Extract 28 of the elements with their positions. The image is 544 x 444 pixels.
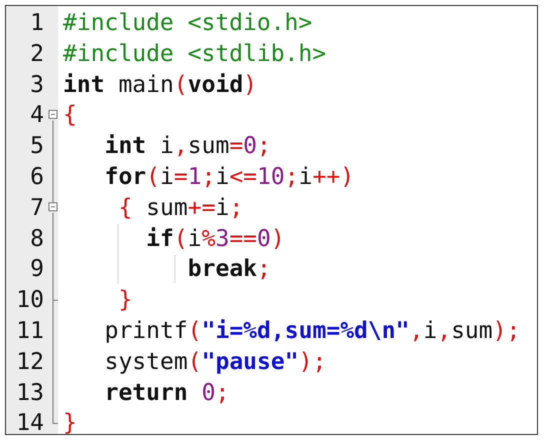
code-line: return 0; xyxy=(104,378,230,408)
line-number: 10 xyxy=(15,286,44,316)
code-line: break; xyxy=(186,255,271,284)
line-number: 8 xyxy=(29,224,44,254)
line-number: 4 xyxy=(29,101,44,130)
code-line: int main(void) xyxy=(63,70,258,100)
code-line: } xyxy=(63,409,77,438)
code-line: #include <stdio.h> xyxy=(63,9,312,38)
code-line: int i,sum=0; xyxy=(104,132,271,162)
code-line: #include <stdlib.h> xyxy=(63,40,326,69)
line-number: 2 xyxy=(29,40,44,69)
line-number: 11 xyxy=(15,317,44,346)
code-line: { sum+=i; xyxy=(117,194,244,223)
line-number: 14 xyxy=(15,409,44,438)
line-number: 1 xyxy=(29,9,44,38)
code-line: for(i=1;i<=10;i++) xyxy=(104,163,354,192)
code-line: } xyxy=(117,286,132,316)
code-line: { xyxy=(63,101,77,130)
line-number: 7 xyxy=(29,194,44,223)
code-line: system("pause"); xyxy=(104,348,326,377)
line-number: 3 xyxy=(29,70,44,100)
code-line: printf("i=%d,sum=%d\n",i,sum); xyxy=(104,317,520,346)
line-number: 12 xyxy=(15,348,44,377)
line-number: 9 xyxy=(29,255,44,284)
line-number: 13 xyxy=(15,378,44,408)
line-number: 5 xyxy=(29,132,44,162)
code-line: if(i%3==0) xyxy=(145,224,285,254)
line-number: 6 xyxy=(29,163,44,192)
